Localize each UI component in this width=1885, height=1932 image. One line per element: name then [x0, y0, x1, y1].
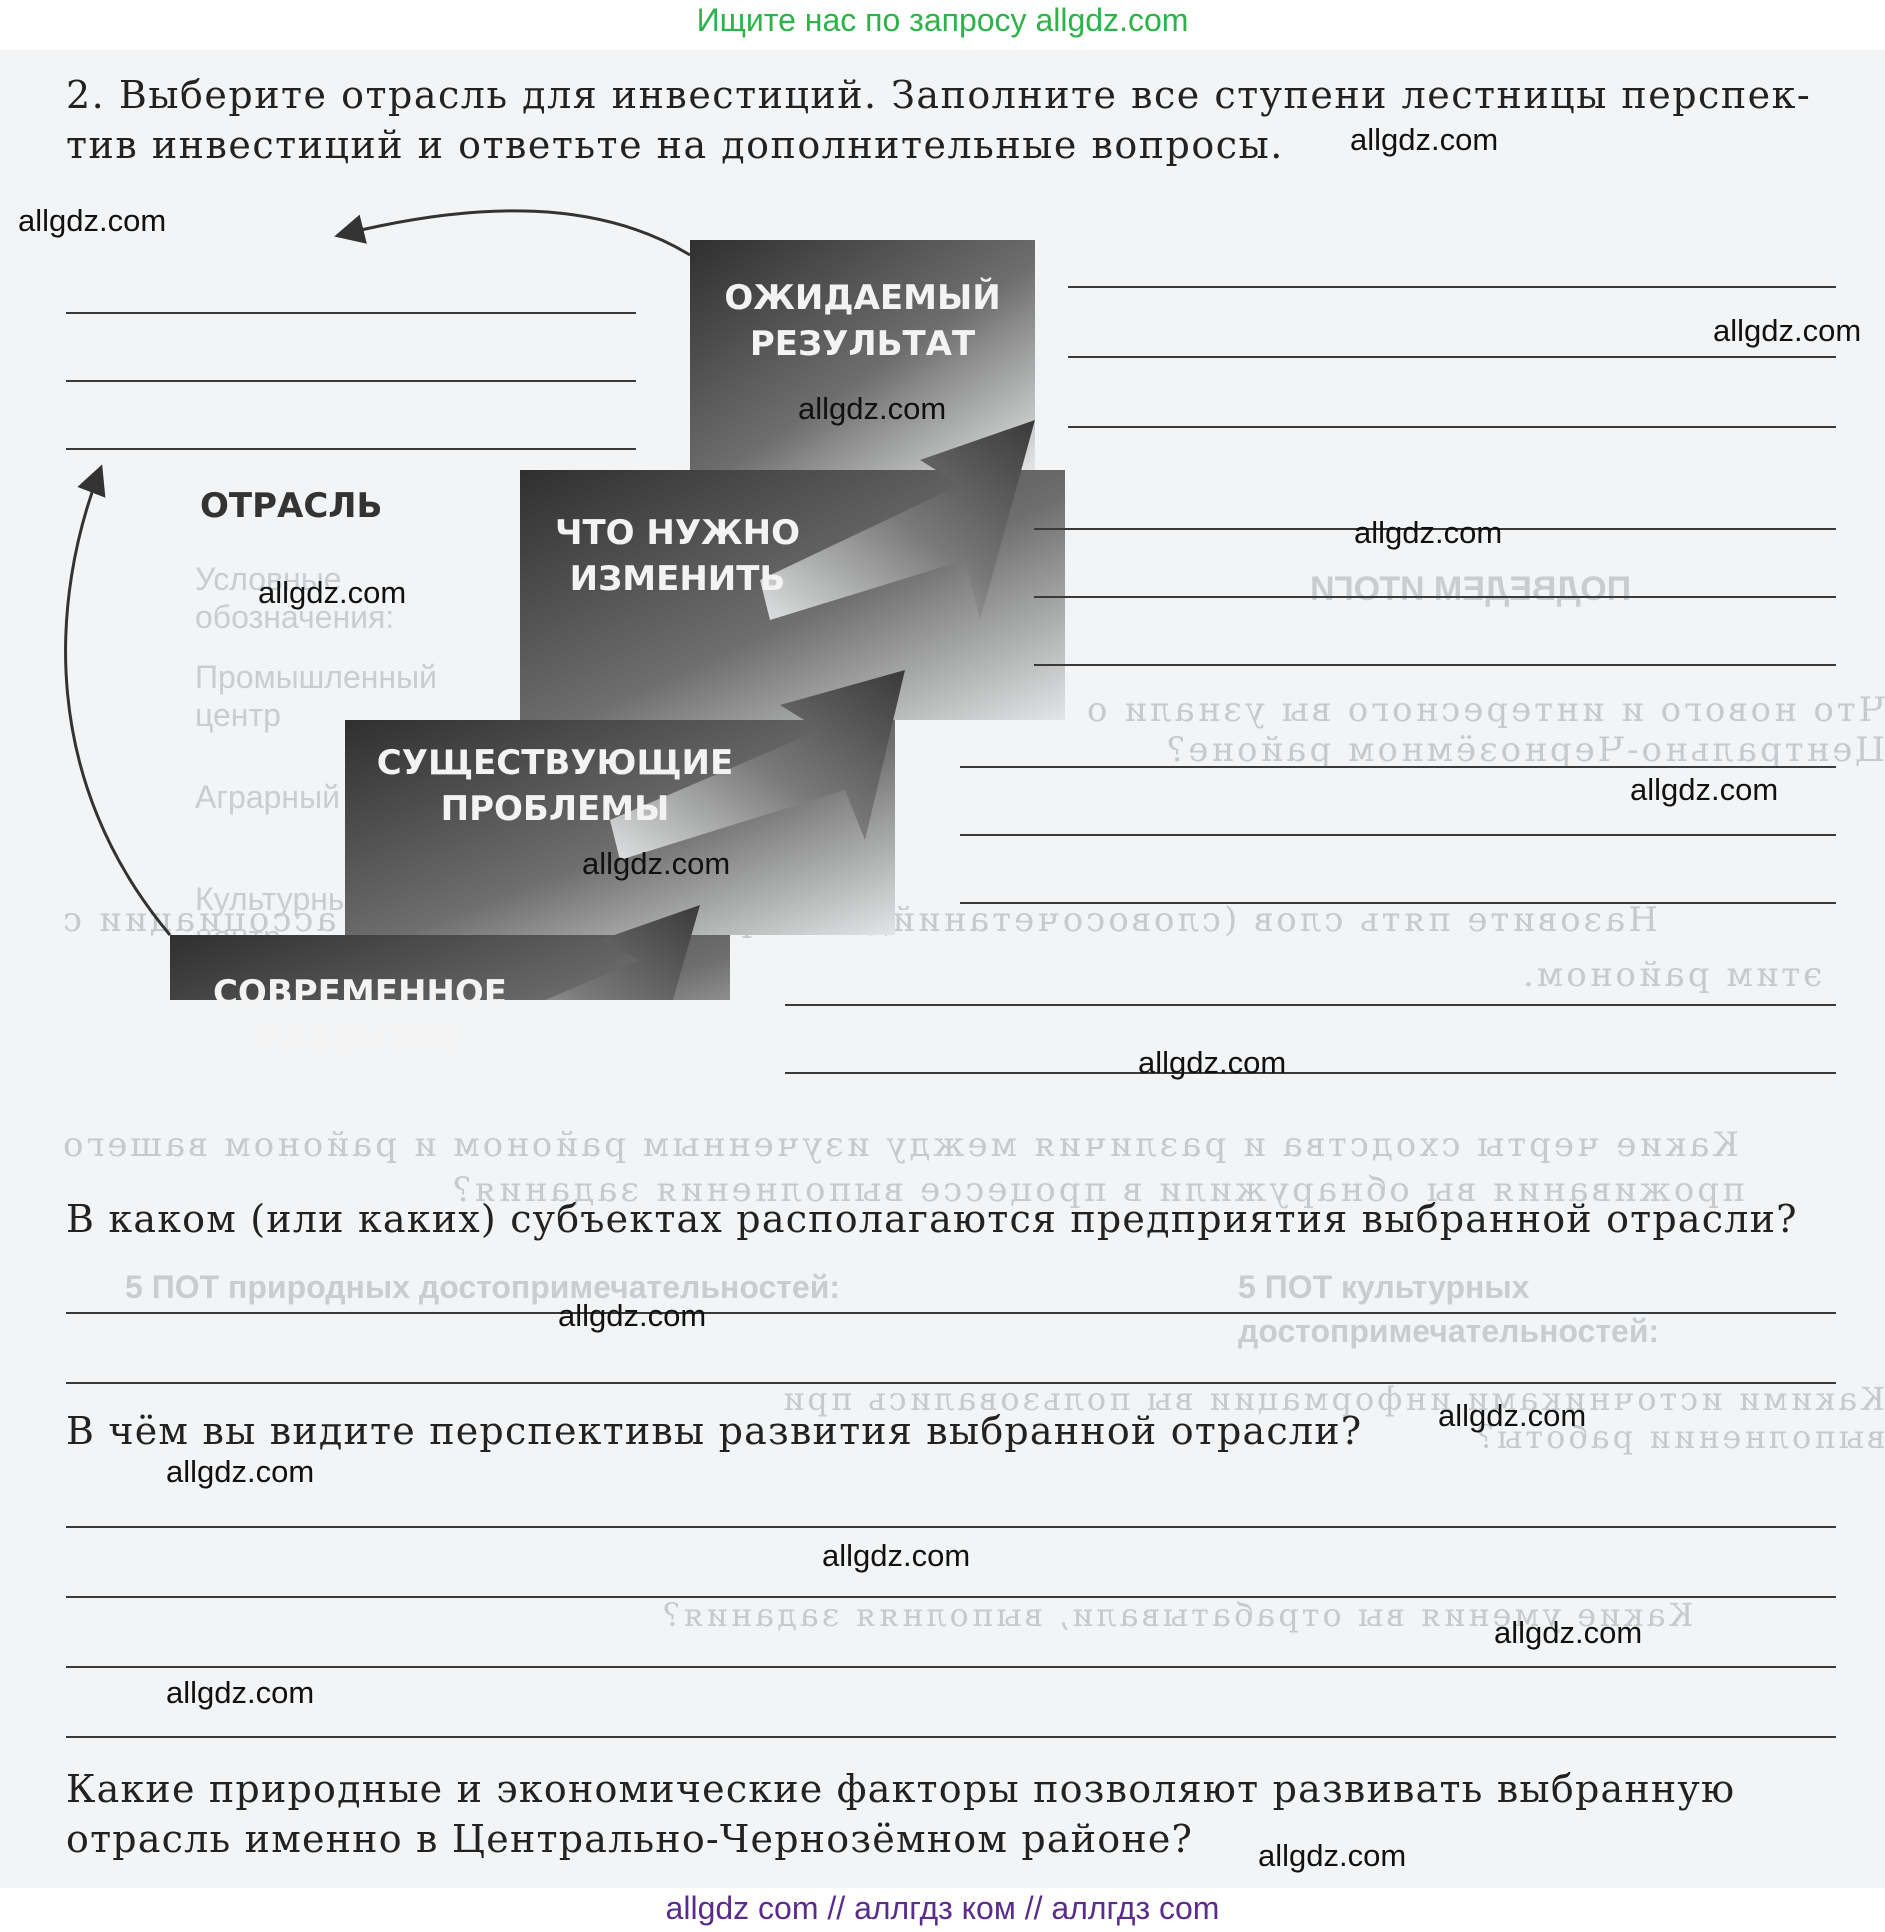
show-through-line: Условные обозначения: [195, 561, 395, 635]
question-2: В чём вы видите перспективы развития выб… [66, 1409, 1363, 1453]
watermark: allgdz.com [1258, 1838, 1407, 1873]
answer-line-what-to-change[interactable] [1034, 596, 1836, 598]
ladder-step-1-label: ОЖИДАЕМЫЙ РЕЗУЛЬТАТ [690, 275, 1035, 367]
answer-line-industry[interactable] [66, 448, 636, 450]
watermark: allgdz.com [1354, 515, 1503, 550]
watermark: allgdz.com [1494, 1615, 1643, 1650]
ladder-arrow-2 [760, 420, 1035, 620]
ladder-step-1-block [690, 240, 1035, 470]
task-line-2: тив инвестиций и ответьте на дополнитель… [66, 123, 1284, 167]
watermark: allgdz.com [1350, 122, 1499, 157]
top-banner[interactable]: Ищите нас по запросу allgdz.com [696, 2, 1189, 38]
answer-line-q2[interactable] [66, 1666, 1836, 1668]
ladder-step-3-label: СУЩЕСТВУЮЩИЕ ПРОБЛЕМЫ [345, 740, 765, 832]
answer-line-what-to-change[interactable] [1034, 528, 1836, 530]
show-through-line: 5 ПОТ культурных достопримечательностей: [1238, 1269, 1660, 1349]
answer-line-q1[interactable] [66, 1312, 1836, 1314]
answer-line-what-to-change[interactable] [1034, 664, 1836, 666]
answer-line-industry[interactable] [66, 380, 636, 382]
answer-line-q2[interactable] [66, 1526, 1836, 1528]
watermark: allgdz.com [1438, 1398, 1587, 1433]
curved-arrow [64, 464, 172, 936]
ladder-step-3-line-1: СУЩЕСТВУЮЩИЕ [376, 743, 734, 783]
ladder-step-2-line-2: ИЗМЕНИТЬ [569, 559, 786, 599]
ladder-step-4-line-2: РАЗВИТИЕ [257, 1019, 463, 1059]
answer-line-q1[interactable] [66, 1382, 1836, 1384]
ladder-step-3-line-2: ПРОБЛЕМЫ [440, 789, 670, 829]
ladder-step-4-label: СОВРЕМЕННОЕ РАЗВИТИЕ [170, 970, 550, 1062]
answer-line-expected-result[interactable] [1068, 426, 1836, 428]
answer-line-q2[interactable] [66, 1596, 1836, 1598]
answer-line-current-development[interactable] [785, 1072, 1836, 1074]
workbook-page: Что нового и интересного вы узнали о Цен… [0, 50, 1885, 1888]
answer-line-q2[interactable] [66, 1736, 1836, 1738]
ladder-step-1-line-2: РЕЗУЛЬТАТ [749, 324, 976, 364]
curved-arrow-top [334, 209, 691, 257]
answer-line-problems[interactable] [960, 834, 1836, 836]
ladder-step-2-line-1: ЧТО НУЖНО [554, 513, 801, 553]
show-through-line: Какие черты сходства и различия между из… [60, 1125, 1739, 1165]
watermark: allgdz.com [1138, 1045, 1287, 1080]
question-3-line-1: Какие природные и экономические факторы … [66, 1767, 1736, 1811]
task-line-1: 2. Выберите отрасль для инвестиций. Запо… [66, 73, 1812, 117]
watermark: allgdz.com [582, 846, 731, 881]
bottom-banner[interactable]: allgdz com // аллгдз ком // аллгдз com [665, 1890, 1220, 1926]
industry-label: ОТРАСЛЬ [200, 486, 383, 526]
ladder-step-2-label: ЧТО НУЖНО ИЗМЕНИТЬ [520, 510, 835, 602]
watermark: allgdz.com [822, 1538, 971, 1573]
answer-line-expected-result[interactable] [1068, 286, 1836, 288]
show-through-line: Промышленный центр [195, 659, 437, 733]
ladder-arrow-3 [610, 670, 905, 860]
watermark: allgdz.com [798, 391, 947, 426]
answer-line-expected-result[interactable] [1068, 356, 1836, 358]
watermark: allgdz.com [1713, 313, 1862, 348]
question-3: Какие природные и экономические факторы … [66, 1764, 1846, 1864]
watermark: allgdz.com [166, 1454, 315, 1489]
answer-line-problems[interactable] [960, 902, 1836, 904]
watermark: allgdz.com [166, 1675, 315, 1710]
answer-line-industry[interactable] [66, 312, 636, 314]
task-text: 2. Выберите отрасль для инвестиций. Запо… [66, 70, 1846, 170]
watermark: allgdz.com [558, 1298, 707, 1333]
investment-ladder-diagram [64, 209, 1065, 1000]
answer-line-current-development[interactable] [785, 1004, 1836, 1006]
watermark: allgdz.com [18, 203, 167, 238]
watermark: allgdz.com [1630, 772, 1779, 807]
ladder-step-4-line-1: СОВРЕМЕННОЕ [212, 973, 507, 1013]
ladder-arrow-4 [545, 905, 700, 1000]
question-1: В каком (или каких) субъектах располагаю… [66, 1197, 1798, 1241]
show-through-line: 5 ПОТ природных достопримечательностей: [125, 1269, 841, 1305]
answer-line-problems[interactable] [960, 766, 1836, 768]
watermark: allgdz.com [258, 575, 407, 610]
ladder-step-1-line-1: ОЖИДАЕМЫЙ [724, 278, 1001, 318]
question-3-line-2: отрасль именно в Центрально-Чернозёмном … [66, 1817, 1194, 1861]
